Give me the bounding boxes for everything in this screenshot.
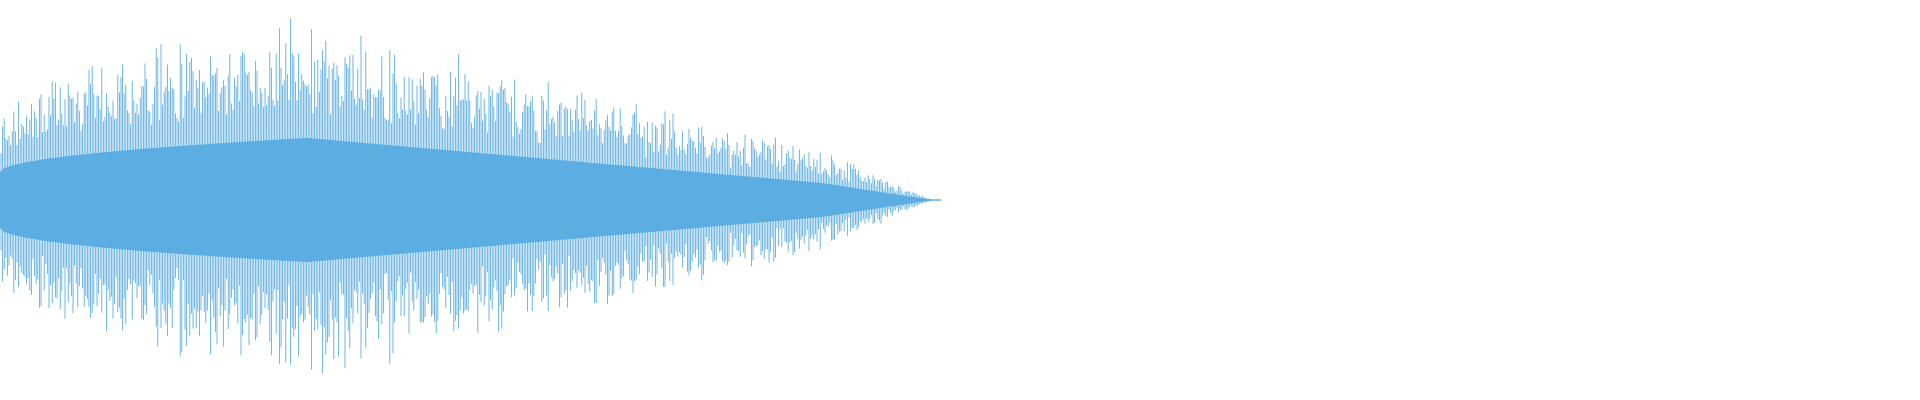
waveform-bars <box>0 18 942 374</box>
